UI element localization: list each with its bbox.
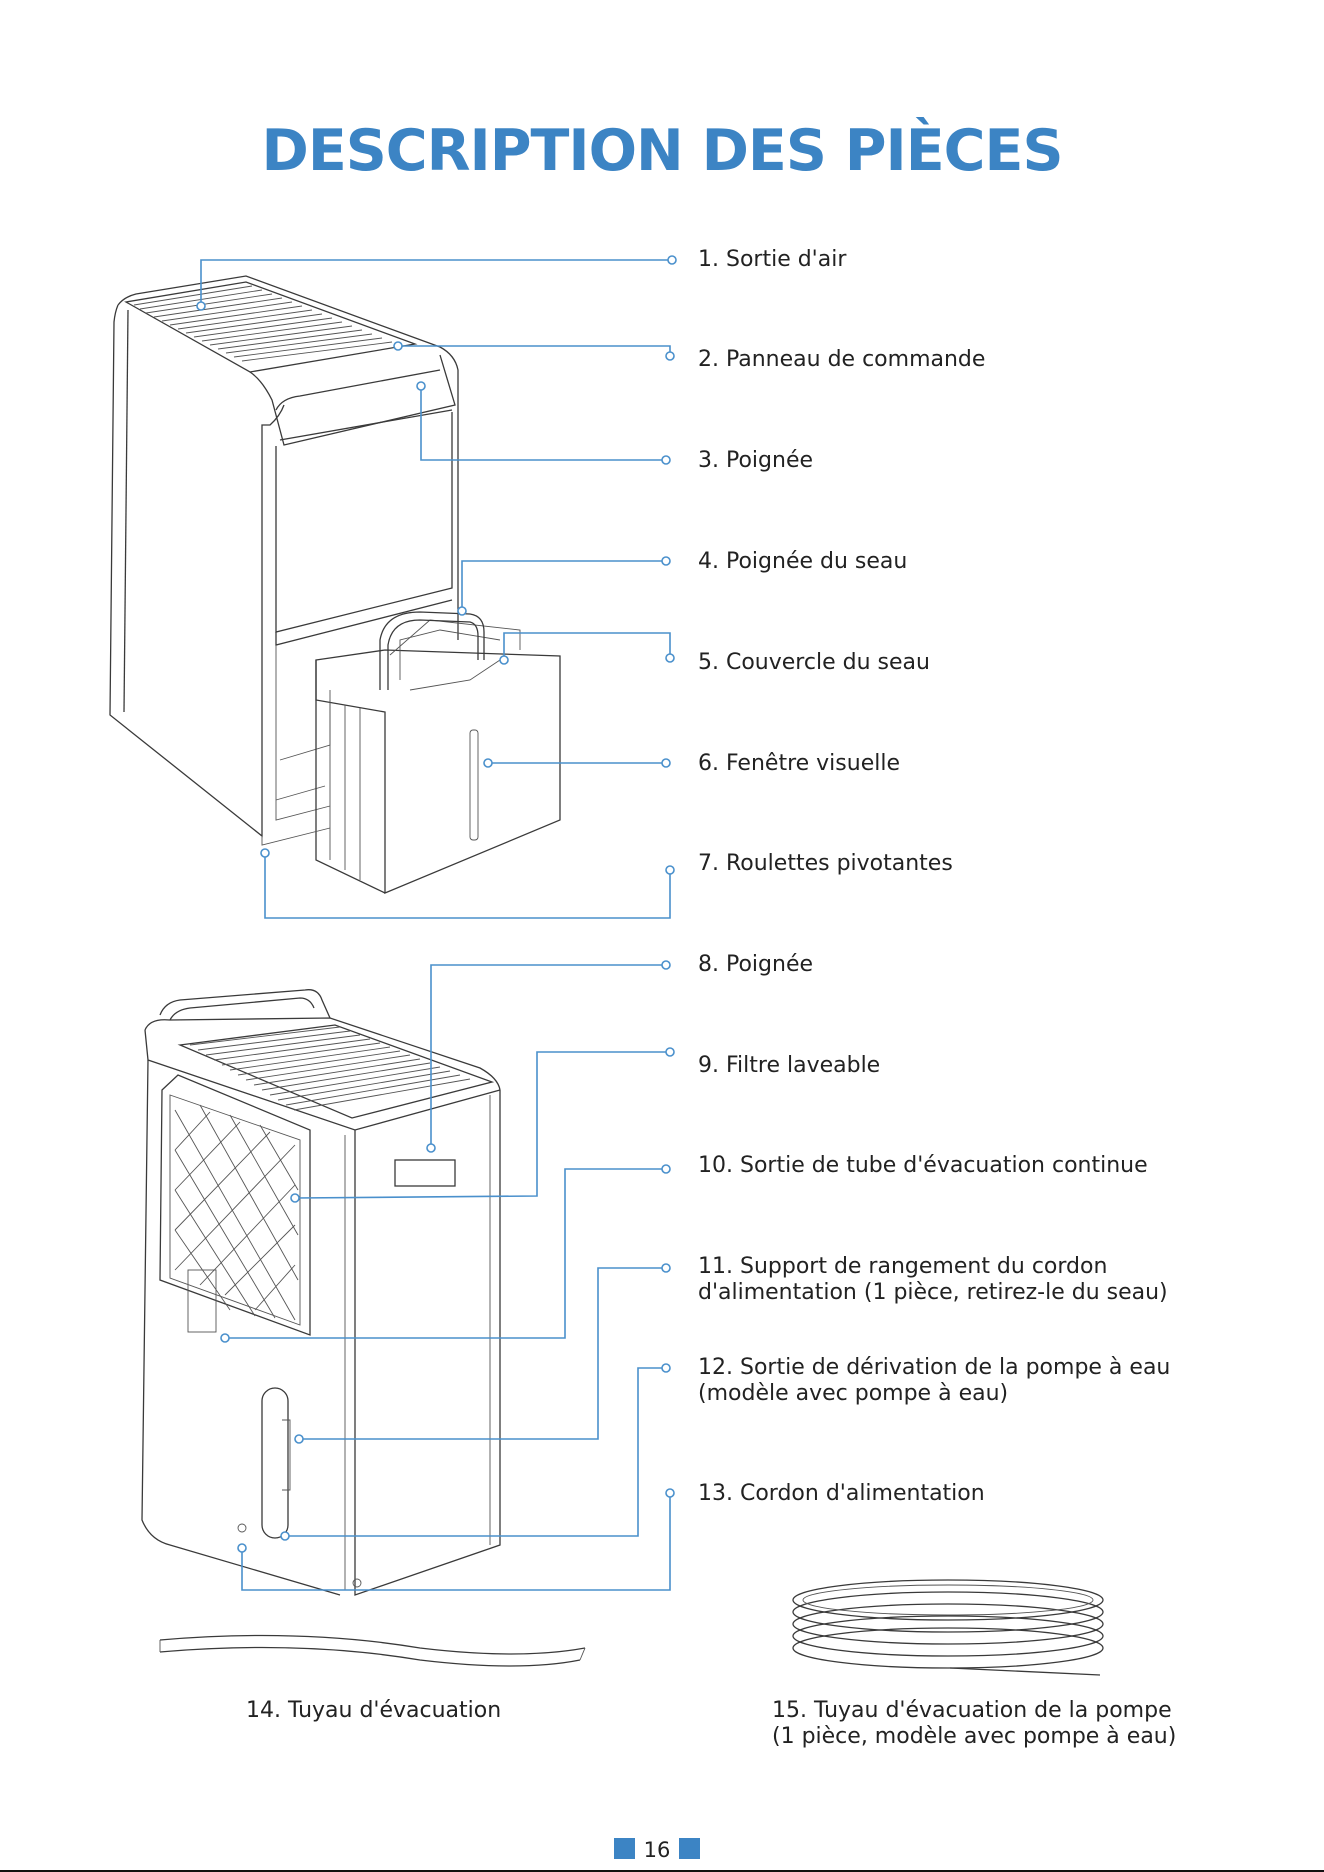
dehumidifier-rear-drawing — [141, 989, 501, 1596]
accessory-label-15: 15. Tuyau d'évacuation de la pompe(1 piè… — [772, 1698, 1177, 1749]
part-label-8: 8. Poignée — [698, 952, 814, 977]
page-number-square-right — [679, 1838, 700, 1859]
part-label-5: 5. Couvercle du seau — [698, 650, 930, 675]
part-label-13: 13. Cordon d'alimentation — [698, 1481, 985, 1506]
part-label-1: 1. Sortie d'air — [698, 247, 847, 272]
part-label-4: 4. Poignée du seau — [698, 549, 908, 574]
page-title: DESCRIPTION DES PIÈCES — [261, 118, 1064, 184]
dehumidifier-front-drawing — [109, 275, 561, 894]
part-label-2: 2. Panneau de commande — [698, 347, 986, 372]
drain-hose-drawing — [159, 1634, 586, 1667]
accessory-label-14: 14. Tuyau d'évacuation — [246, 1698, 502, 1723]
part-label-6: 6. Fenêtre visuelle — [698, 751, 900, 776]
callout-lines — [196, 255, 677, 1591]
part-label-7: 7. Roulettes pivotantes — [698, 851, 953, 876]
part-label-9: 9. Filtre laveable — [698, 1053, 881, 1078]
page-number: 16 — [643, 1838, 671, 1862]
pump-hose-coil-drawing — [792, 1579, 1104, 1676]
part-label-10: 10. Sortie de tube d'évacuation continue — [698, 1153, 1148, 1178]
page-number-square-left — [614, 1838, 635, 1859]
part-label-12: 12. Sortie de dérivation de la pompe à e… — [698, 1355, 1171, 1406]
part-label-3: 3. Poignée — [698, 448, 814, 473]
bottom-edge-line — [0, 1870, 1324, 1872]
